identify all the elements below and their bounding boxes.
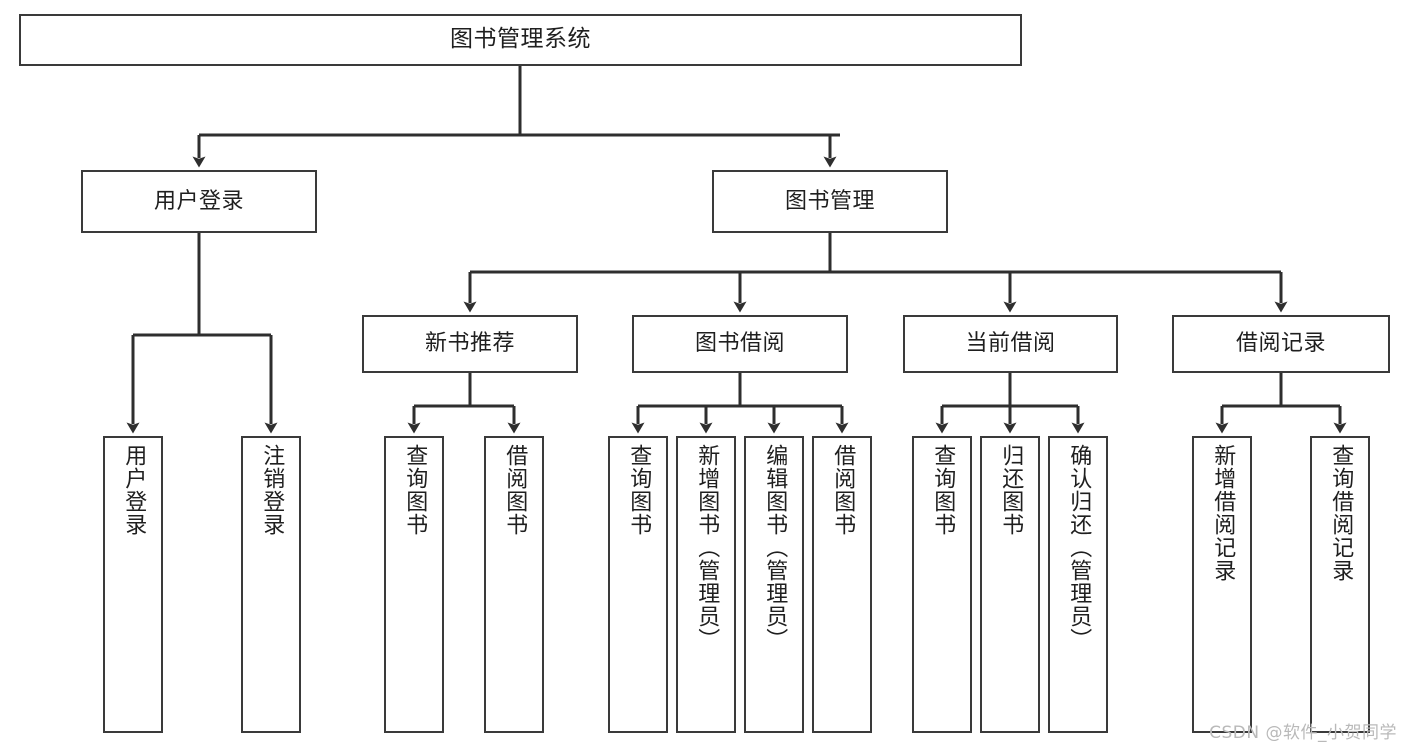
leaf-new-book-query[interactable]: 查询图书 — [384, 436, 444, 733]
node-label: 借阅图书 — [502, 444, 528, 536]
node-label: 借阅记录 — [1235, 331, 1326, 357]
node-label: 用户登录 — [121, 444, 147, 536]
node-book-management[interactable]: 图书管理 — [712, 170, 948, 233]
node-current-borrow[interactable]: 当前借阅 — [903, 315, 1118, 373]
leaf-record-add[interactable]: 新增借阅记录 — [1192, 436, 1252, 733]
node-new-book-recommend[interactable]: 新书推荐 — [362, 315, 578, 373]
node-label: 用户登录 — [153, 188, 244, 214]
node-label: 新增图书（管理员） — [694, 444, 720, 651]
leaf-borrow-add-book-admin[interactable]: 新增图书（管理员） — [676, 436, 736, 733]
leaf-record-query[interactable]: 查询借阅记录 — [1310, 436, 1370, 733]
node-label: 借阅图书 — [830, 444, 856, 536]
node-borrow-record[interactable]: 借阅记录 — [1172, 315, 1390, 373]
node-label: 查询图书 — [626, 444, 652, 536]
leaf-user-login-signout[interactable]: 注销登录 — [241, 436, 301, 733]
node-label: 确认归还（管理员） — [1066, 444, 1092, 651]
csdn-watermark: CSDN @软件_小贺同学 — [1209, 723, 1397, 743]
leaf-new-book-borrow[interactable]: 借阅图书 — [484, 436, 544, 733]
node-label: 归还图书 — [998, 444, 1024, 536]
leaf-current-return-book[interactable]: 归还图书 — [980, 436, 1040, 733]
node-label: 图书管理系统 — [450, 26, 591, 53]
node-label: 当前借阅 — [965, 331, 1056, 357]
node-label: 查询图书 — [402, 444, 428, 536]
node-label: 图书借阅 — [694, 331, 785, 357]
leaf-borrow-borrow-book[interactable]: 借阅图书 — [812, 436, 872, 733]
leaf-borrow-query-book[interactable]: 查询图书 — [608, 436, 668, 733]
node-label: 编辑图书（管理员） — [762, 444, 788, 651]
node-user-login[interactable]: 用户登录 — [81, 170, 317, 233]
leaf-current-confirm-return-admin[interactable]: 确认归还（管理员） — [1048, 436, 1108, 733]
leaf-borrow-edit-book-admin[interactable]: 编辑图书（管理员） — [744, 436, 804, 733]
node-label: 查询借阅记录 — [1328, 444, 1354, 582]
leaf-user-login-signin[interactable]: 用户登录 — [103, 436, 163, 733]
node-label: 查询图书 — [930, 444, 956, 536]
node-label: 注销登录 — [259, 444, 285, 536]
node-label: 新增借阅记录 — [1210, 444, 1236, 582]
leaf-current-query-book[interactable]: 查询图书 — [912, 436, 972, 733]
node-label: 图书管理 — [784, 188, 875, 214]
node-label: 新书推荐 — [424, 331, 515, 357]
node-book-borrow[interactable]: 图书借阅 — [632, 315, 848, 373]
node-root-library-system[interactable]: 图书管理系统 — [19, 14, 1022, 66]
